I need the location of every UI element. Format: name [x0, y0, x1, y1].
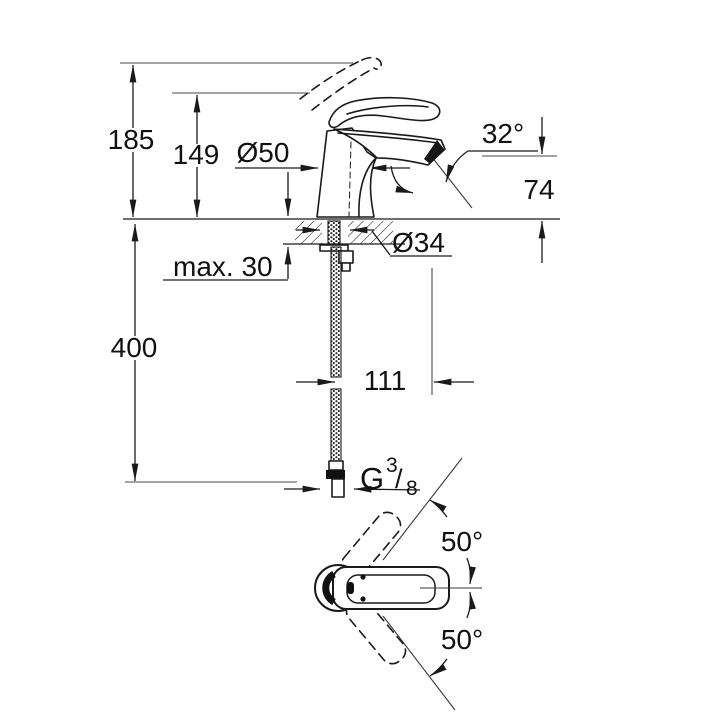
plan-view: 50° 50° — [314, 457, 483, 711]
lever-detail-pill — [347, 582, 354, 594]
raised-lever-dashed-outline — [299, 56, 382, 111]
hose-collar — [328, 460, 344, 471]
hose-thread-tube — [331, 478, 345, 498]
spout-height-label: 74 — [523, 174, 554, 205]
thread-label-numerator: 3 — [386, 454, 398, 477]
dimension-thread-size: G 3 / 8 — [284, 454, 421, 500]
faucet-elevation-art — [299, 56, 446, 218]
thread-label-slash: / — [395, 464, 403, 494]
lever-height-label: 149 — [173, 139, 220, 170]
dimension-aerator-angle: 32° — [390, 118, 538, 209]
aerator-angle-reference-line — [427, 151, 473, 209]
hose-lower-section — [330, 388, 342, 463]
flow-direction-arrow — [390, 165, 414, 194]
deck-mounting-section — [283, 220, 405, 272]
hose-upper-section — [330, 246, 342, 378]
deck-hatch-left — [295, 221, 322, 244]
body-edge-crescent — [322, 570, 336, 606]
dimension-hole-diameter: Ø34 — [296, 226, 452, 258]
thread-label-denominator: 8 — [406, 477, 418, 500]
lever-detail-dot-bottom — [360, 596, 366, 602]
swivel-up-reference-line — [382, 457, 463, 561]
lever-detail-dot-top — [360, 574, 366, 580]
swivel-down-label: 50° — [441, 624, 483, 655]
flexible-supply-hose — [326, 246, 345, 498]
dimension-base-diameter: Ø50 — [235, 137, 410, 172]
aerator — [424, 140, 444, 164]
dimension-lever-height: 149 — [173, 94, 220, 218]
deck-hatch-right — [348, 221, 393, 244]
thread-label-g: G — [360, 461, 384, 496]
threaded-shank — [327, 220, 341, 246]
deck-thickness-label: max. 30 — [173, 251, 273, 282]
dimension-spout-height: 74 — [523, 117, 555, 263]
dimension-overall-height: 185 — [108, 64, 155, 218]
swivel-up-label: 50° — [441, 526, 483, 557]
aerator-angle-label: 32° — [482, 118, 524, 149]
spout-projection-label: 111 — [364, 365, 407, 396]
mounting-stud — [341, 262, 351, 272]
dimension-spout-projection: 111 — [296, 268, 474, 396]
dimension-swivel-up: 50° — [429, 499, 483, 585]
dimension-deck-thickness: max. 30 — [163, 172, 292, 282]
dimension-hose-length: 400 — [111, 223, 158, 482]
hose-nut — [326, 470, 345, 479]
hole-diameter-label: Ø34 — [392, 227, 445, 258]
faucet-spout — [333, 128, 446, 166]
overall-height-label: 185 — [108, 124, 155, 155]
base-diameter-label: Ø50 — [237, 137, 290, 168]
faucet-lever — [328, 96, 441, 129]
hose-length-label: 400 — [111, 332, 158, 363]
dimension-swivel-down: 50° — [429, 591, 483, 677]
main-elevation-view: 185 149 Ø50 max. 30 32° — [108, 56, 560, 500]
swivel-down-reference-line — [382, 615, 456, 711]
